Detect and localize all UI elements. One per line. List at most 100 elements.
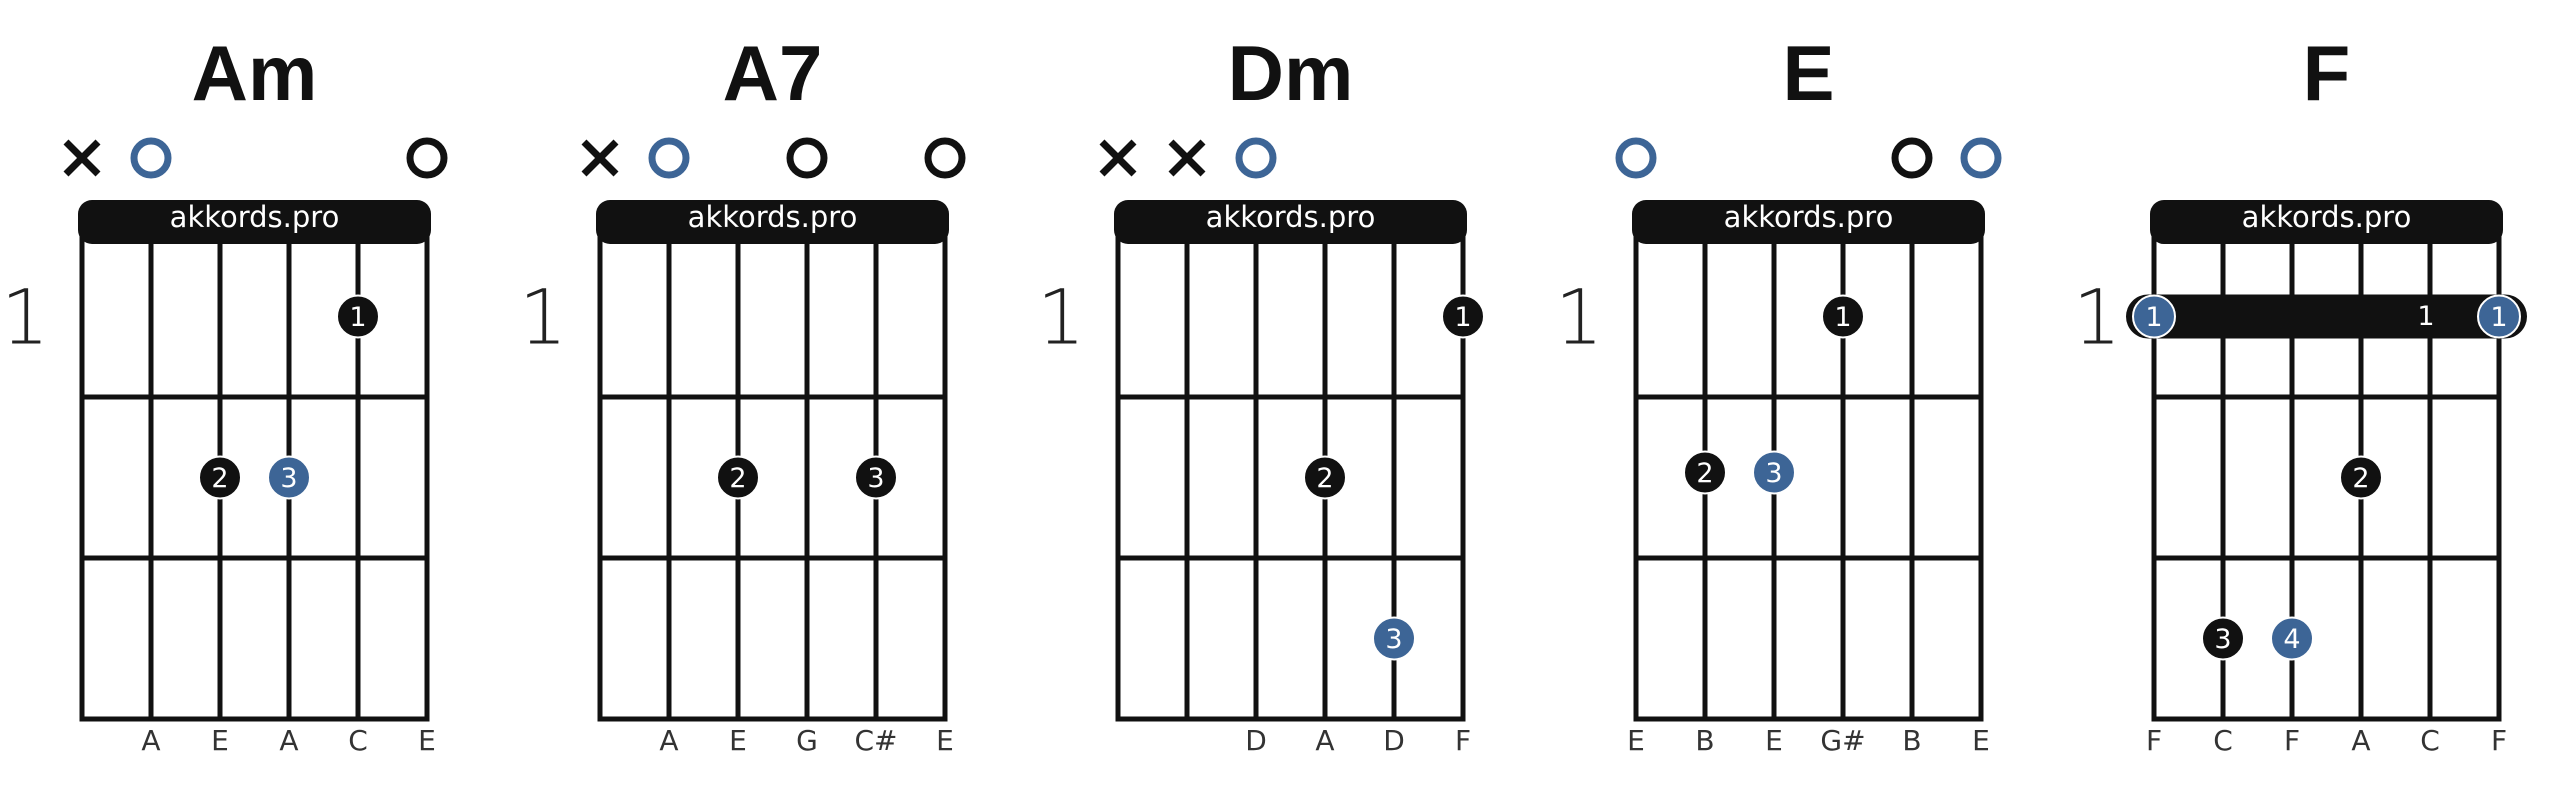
barre-bar <box>2126 294 2527 339</box>
chord-title: Am <box>192 29 318 117</box>
string-note-label: E <box>211 724 229 757</box>
chord-diagram-a7: A7 akkords.pro 1 2 3A E G C# E <box>519 29 966 757</box>
fretboard-header <box>1632 200 1985 244</box>
open-string-icon <box>924 137 966 179</box>
string-note-label: F <box>2284 724 2300 757</box>
brand-label: akkords.pro <box>1724 200 1894 234</box>
finger-dot <box>267 455 311 500</box>
string-note-label: F <box>2146 724 2162 757</box>
finger-dot <box>2477 294 2521 339</box>
finger-dot <box>1441 294 1485 339</box>
finger-dot <box>198 455 242 500</box>
finger-label: 2 <box>2352 463 2369 494</box>
finger-label: 1 <box>1834 302 1851 333</box>
string-note-label: C <box>2213 724 2233 757</box>
muted-string-icon <box>63 139 101 177</box>
muted-string-icon <box>581 139 619 177</box>
open-string-icon <box>1960 137 2002 179</box>
brand-label: akkords.pro <box>688 200 858 234</box>
fret-number: 1 <box>1037 273 1085 362</box>
finger-dot <box>1303 455 1347 500</box>
finger-dot <box>1821 294 1865 339</box>
string-note-label: A <box>2351 724 2370 757</box>
finger-dot <box>1752 450 1796 495</box>
fret-number: 1 <box>519 273 567 362</box>
string-note-label: A <box>279 724 298 757</box>
finger-dot <box>1683 450 1727 495</box>
string-note-label: E <box>418 724 436 757</box>
muted-stroke <box>581 139 619 177</box>
finger-dot <box>854 455 898 500</box>
finger-label: 4 <box>2283 624 2300 655</box>
finger-dot <box>716 455 760 500</box>
finger-label: 1 <box>1454 302 1471 333</box>
muted-stroke <box>1099 139 1137 177</box>
open-string-icon <box>1235 137 1277 179</box>
barre-label: 1 <box>2417 301 2434 332</box>
chord-title: Dm <box>1228 29 1354 117</box>
finger-dot <box>336 294 380 339</box>
open-string-icon <box>786 137 828 179</box>
string-note-label: B <box>1902 724 1921 757</box>
open-string-icon <box>648 137 690 179</box>
finger-label: 3 <box>2214 624 2231 655</box>
string-note-label: D <box>1245 724 1267 757</box>
fret-number: 1 <box>2073 273 2121 362</box>
open-string-icon <box>1615 137 1657 179</box>
finger-label: 3 <box>1765 458 1782 489</box>
string-note-label: C <box>2420 724 2440 757</box>
fret-number: 1 <box>1555 273 1603 362</box>
finger-label: 2 <box>211 463 228 494</box>
muted-stroke <box>1168 139 1206 177</box>
string-note-label: E <box>1765 724 1783 757</box>
string-note-label: D <box>1383 724 1405 757</box>
string-note-label: C <box>348 724 368 757</box>
finger-dot <box>2132 294 2176 339</box>
finger-dot <box>2201 616 2245 661</box>
brand-label: akkords.pro <box>170 200 340 234</box>
string-note-label: G <box>796 724 818 757</box>
string-note-label: E <box>936 724 954 757</box>
muted-string-icon <box>1168 139 1206 177</box>
string-note-label: E <box>729 724 747 757</box>
finger-label: 2 <box>1696 458 1713 489</box>
open-string-icon <box>406 137 448 179</box>
string-note-label: A <box>1315 724 1334 757</box>
finger-label: 3 <box>867 463 884 494</box>
finger-label: 2 <box>729 463 746 494</box>
open-string-icon <box>130 137 172 179</box>
string-note-label: E <box>1627 724 1645 757</box>
finger-label: 1 <box>2145 302 2162 333</box>
finger-label: 2 <box>1316 463 1333 494</box>
string-note-label: A <box>141 724 160 757</box>
string-note-label: A <box>659 724 678 757</box>
string-note-label: B <box>1695 724 1714 757</box>
finger-label: 1 <box>349 302 366 333</box>
brand-label: akkords.pro <box>2242 200 2412 234</box>
string-note-label: C# <box>854 724 897 757</box>
chord-diagram-dm: Dm akkords.pro 1 1 2 3D A D F <box>1037 29 1485 757</box>
muted-stroke <box>63 139 101 177</box>
string-note-label: F <box>2491 724 2507 757</box>
finger-label: 1 <box>2490 302 2507 333</box>
chord-title: A7 <box>723 29 823 117</box>
chord-title: E <box>1782 29 1834 117</box>
string-note-label: G# <box>1820 724 1865 757</box>
fretboard-header <box>78 200 431 244</box>
finger-dot <box>1372 616 1416 661</box>
brand-label: akkords.pro <box>1206 200 1376 234</box>
fretboard-header <box>1114 200 1467 244</box>
fret-number: 1 <box>1 273 49 362</box>
chord-title: F <box>2303 29 2351 117</box>
open-string-icon <box>1891 137 1933 179</box>
finger-dot <box>2270 616 2314 661</box>
muted-string-icon <box>1099 139 1137 177</box>
finger-label: 3 <box>1385 624 1402 655</box>
string-note-label: F <box>1455 724 1471 757</box>
fretboard-header <box>2150 200 2503 244</box>
fretboard-header <box>596 200 949 244</box>
